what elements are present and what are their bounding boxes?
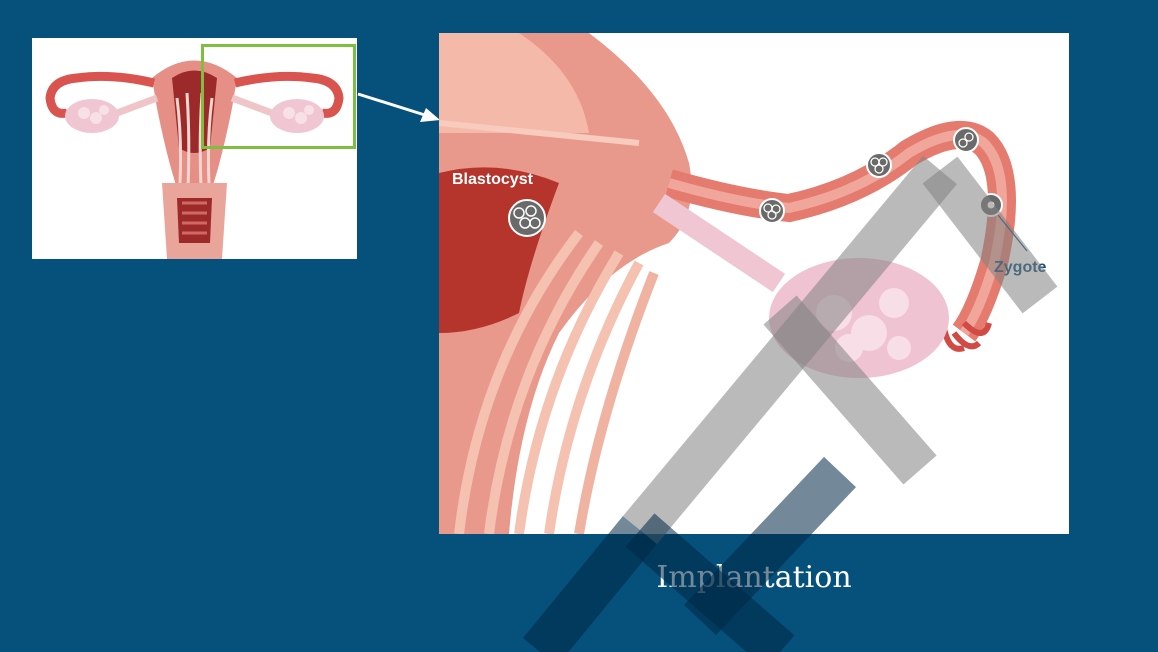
blastocyst-label: Blastocyst: [452, 171, 533, 189]
ovary: [769, 258, 949, 378]
slide-caption: Implantation: [439, 560, 1069, 595]
zygote-label: Zygote: [994, 259, 1046, 277]
zoom-highlight-box: [201, 44, 356, 149]
zoomed-image: Blastocyst Zygote: [439, 33, 1069, 534]
pointer-arrow-icon: [356, 88, 446, 128]
